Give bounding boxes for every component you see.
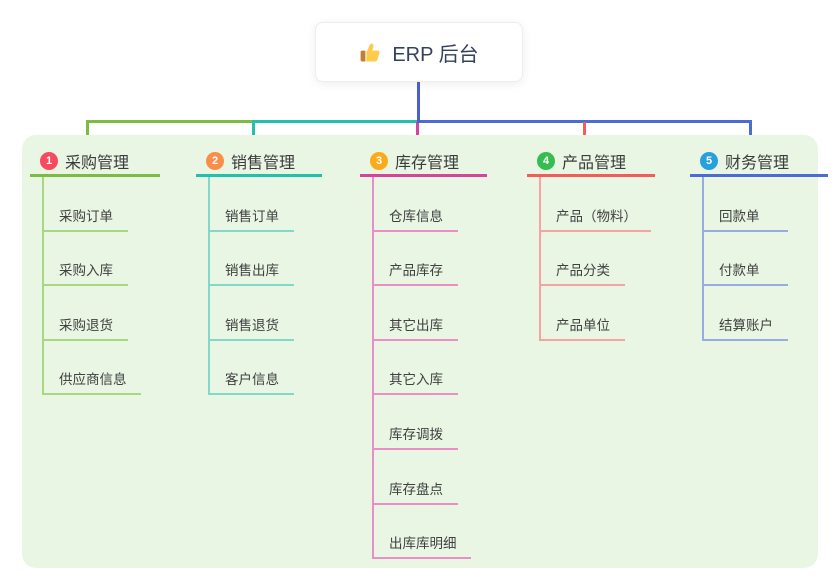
- child-topic-label: 采购退货: [59, 317, 113, 333]
- child-topic[interactable]: 客户信息: [208, 340, 294, 396]
- child-topic[interactable]: 供应商信息: [42, 340, 141, 396]
- child-topic-label: 产品单位: [556, 317, 610, 333]
- branch-title-label: 产品管理: [562, 154, 627, 172]
- branch-topic[interactable]: 5 财务管理: [690, 147, 828, 177]
- child-topic-label: 出库库明细: [389, 536, 457, 552]
- child-topic[interactable]: 付款单: [702, 231, 788, 287]
- root-topic-label: ERP 后台: [392, 43, 479, 66]
- branch-topic[interactable]: 1 采购管理: [30, 147, 160, 177]
- connector-root-stem: [417, 82, 420, 123]
- branch-children: 采购订单采购入库采购退货供应商信息: [42, 177, 160, 396]
- child-topic-label: 产品（物料）: [556, 208, 637, 224]
- child-topic[interactable]: 产品库存: [372, 231, 458, 287]
- branch-purchase: 1 采购管理 采购订单采购入库采购退货供应商信息: [30, 147, 160, 396]
- child-topic-label: 付款单: [719, 263, 760, 279]
- branch-children: 销售订单销售出库销售退货客户信息: [208, 177, 322, 396]
- child-topic-label: 库存调拨: [389, 426, 443, 442]
- branch-children: 产品（物料） 产品分类产品单位: [539, 177, 655, 341]
- child-topic[interactable]: 销售订单: [208, 177, 294, 232]
- child-topic-label: 仓库信息: [389, 208, 443, 224]
- branch-number-badge: 1: [40, 151, 58, 170]
- child-topic[interactable]: 销售退货: [208, 286, 294, 341]
- child-topic[interactable]: 采购订单: [42, 177, 128, 232]
- branch-finance: 5 财务管理 回款单付款单结算账户: [690, 147, 828, 341]
- child-topic-label: 销售订单: [225, 208, 279, 224]
- branch-number-badge: 5: [700, 151, 718, 170]
- connector-drop-branch-5: [749, 120, 752, 148]
- thumbs-up-icon: [359, 41, 382, 64]
- child-topic[interactable]: 出库库明细: [372, 504, 471, 560]
- child-topic[interactable]: 结算账户: [702, 286, 788, 341]
- child-topic[interactable]: 采购入库: [42, 231, 128, 287]
- branch-title-label: 销售管理: [231, 154, 296, 172]
- branch-children: 仓库信息产品库存其它出库其它入库库存调拨库存盘点出库库明细: [372, 177, 487, 560]
- child-topic-label: 供应商信息: [59, 372, 127, 388]
- child-topic[interactable]: 产品分类: [539, 231, 625, 287]
- child-topic-label: 销售出库: [225, 263, 279, 279]
- connector-drop-branch-2: [252, 120, 255, 146]
- branch-topic[interactable]: 3 库存管理: [360, 147, 487, 177]
- child-topic-label: 产品库存: [389, 263, 443, 279]
- child-topic[interactable]: 仓库信息: [372, 177, 458, 232]
- child-topic[interactable]: 其它入库: [372, 340, 458, 396]
- child-topic-label: 销售退货: [225, 317, 279, 333]
- child-topic[interactable]: 销售出库: [208, 231, 294, 287]
- child-topic[interactable]: 库存盘点: [372, 449, 458, 505]
- child-topic[interactable]: 采购退货: [42, 286, 128, 341]
- child-topic[interactable]: 回款单: [702, 177, 788, 232]
- child-topic-label: 采购入库: [59, 263, 113, 279]
- child-topic[interactable]: 产品单位: [539, 286, 625, 341]
- branch-product: 4 产品管理 产品（物料） 产品分类产品单位: [527, 147, 655, 341]
- child-topic-label: 回款单: [719, 208, 760, 224]
- branch-title-label: 采购管理: [65, 154, 130, 172]
- branch-number-badge: 2: [206, 151, 224, 170]
- connector-branch-5: [418, 120, 752, 123]
- child-topic[interactable]: 其它出库: [372, 286, 458, 341]
- root-topic[interactable]: ERP 后台: [315, 22, 523, 82]
- branch-sales: 2 销售管理 销售订单销售出库销售退货客户信息: [196, 147, 322, 396]
- child-topic[interactable]: 产品（物料）: [539, 177, 651, 232]
- connector-branch-1: [86, 120, 254, 123]
- child-topic-label: 库存盘点: [389, 481, 443, 497]
- child-topic-label: 其它入库: [389, 372, 443, 388]
- child-topic-label: 产品分类: [556, 263, 610, 279]
- branch-topic[interactable]: 2 销售管理: [196, 147, 322, 177]
- branches-panel: [22, 135, 818, 568]
- branch-inventory: 3 库存管理 仓库信息产品库存其它出库其它入库库存调拨库存盘点出库库明细: [360, 147, 487, 560]
- branch-number-badge: 4: [537, 151, 555, 170]
- child-topic-label: 采购订单: [59, 208, 113, 224]
- branch-children: 回款单付款单结算账户: [702, 177, 828, 341]
- child-topic-label: 其它出库: [389, 317, 443, 333]
- connector-branch-2: [252, 120, 419, 123]
- child-topic-label: 结算账户: [719, 317, 773, 333]
- connector-drop-branch-1: [86, 120, 89, 146]
- branch-title-label: 库存管理: [395, 154, 460, 172]
- branch-number-badge: 3: [370, 151, 388, 170]
- branch-title-label: 财务管理: [725, 154, 790, 172]
- branch-topic[interactable]: 4 产品管理: [527, 147, 655, 177]
- child-topic-label: 客户信息: [225, 372, 279, 388]
- child-topic[interactable]: 库存调拨: [372, 395, 458, 450]
